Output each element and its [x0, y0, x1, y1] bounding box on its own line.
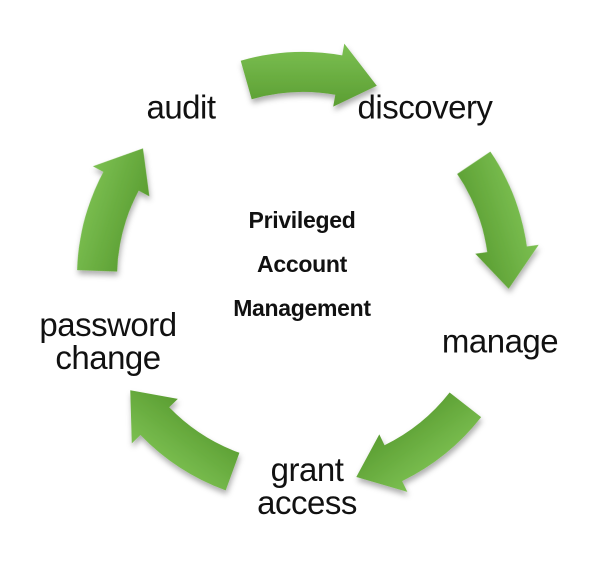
center-title-line-1: Privileged — [248, 207, 356, 233]
stage-label-manage: manage — [441, 322, 559, 360]
center-title-line-3: Management — [233, 295, 371, 321]
center-title-line-2: Account — [257, 251, 347, 277]
center-title: Privileged Account Management — [233, 198, 371, 330]
arrow-password-change-to-audit — [60, 135, 163, 285]
arrow-audit-to-discovery — [240, 43, 377, 107]
stage-label-audit: audit — [146, 88, 216, 126]
stage-label-discovery: discovery — [357, 88, 493, 126]
stage-label-password-change: password change — [39, 306, 177, 376]
arrow-discovery-to-manage — [446, 146, 549, 296]
stage-label-grant-access: grant access — [257, 451, 357, 521]
